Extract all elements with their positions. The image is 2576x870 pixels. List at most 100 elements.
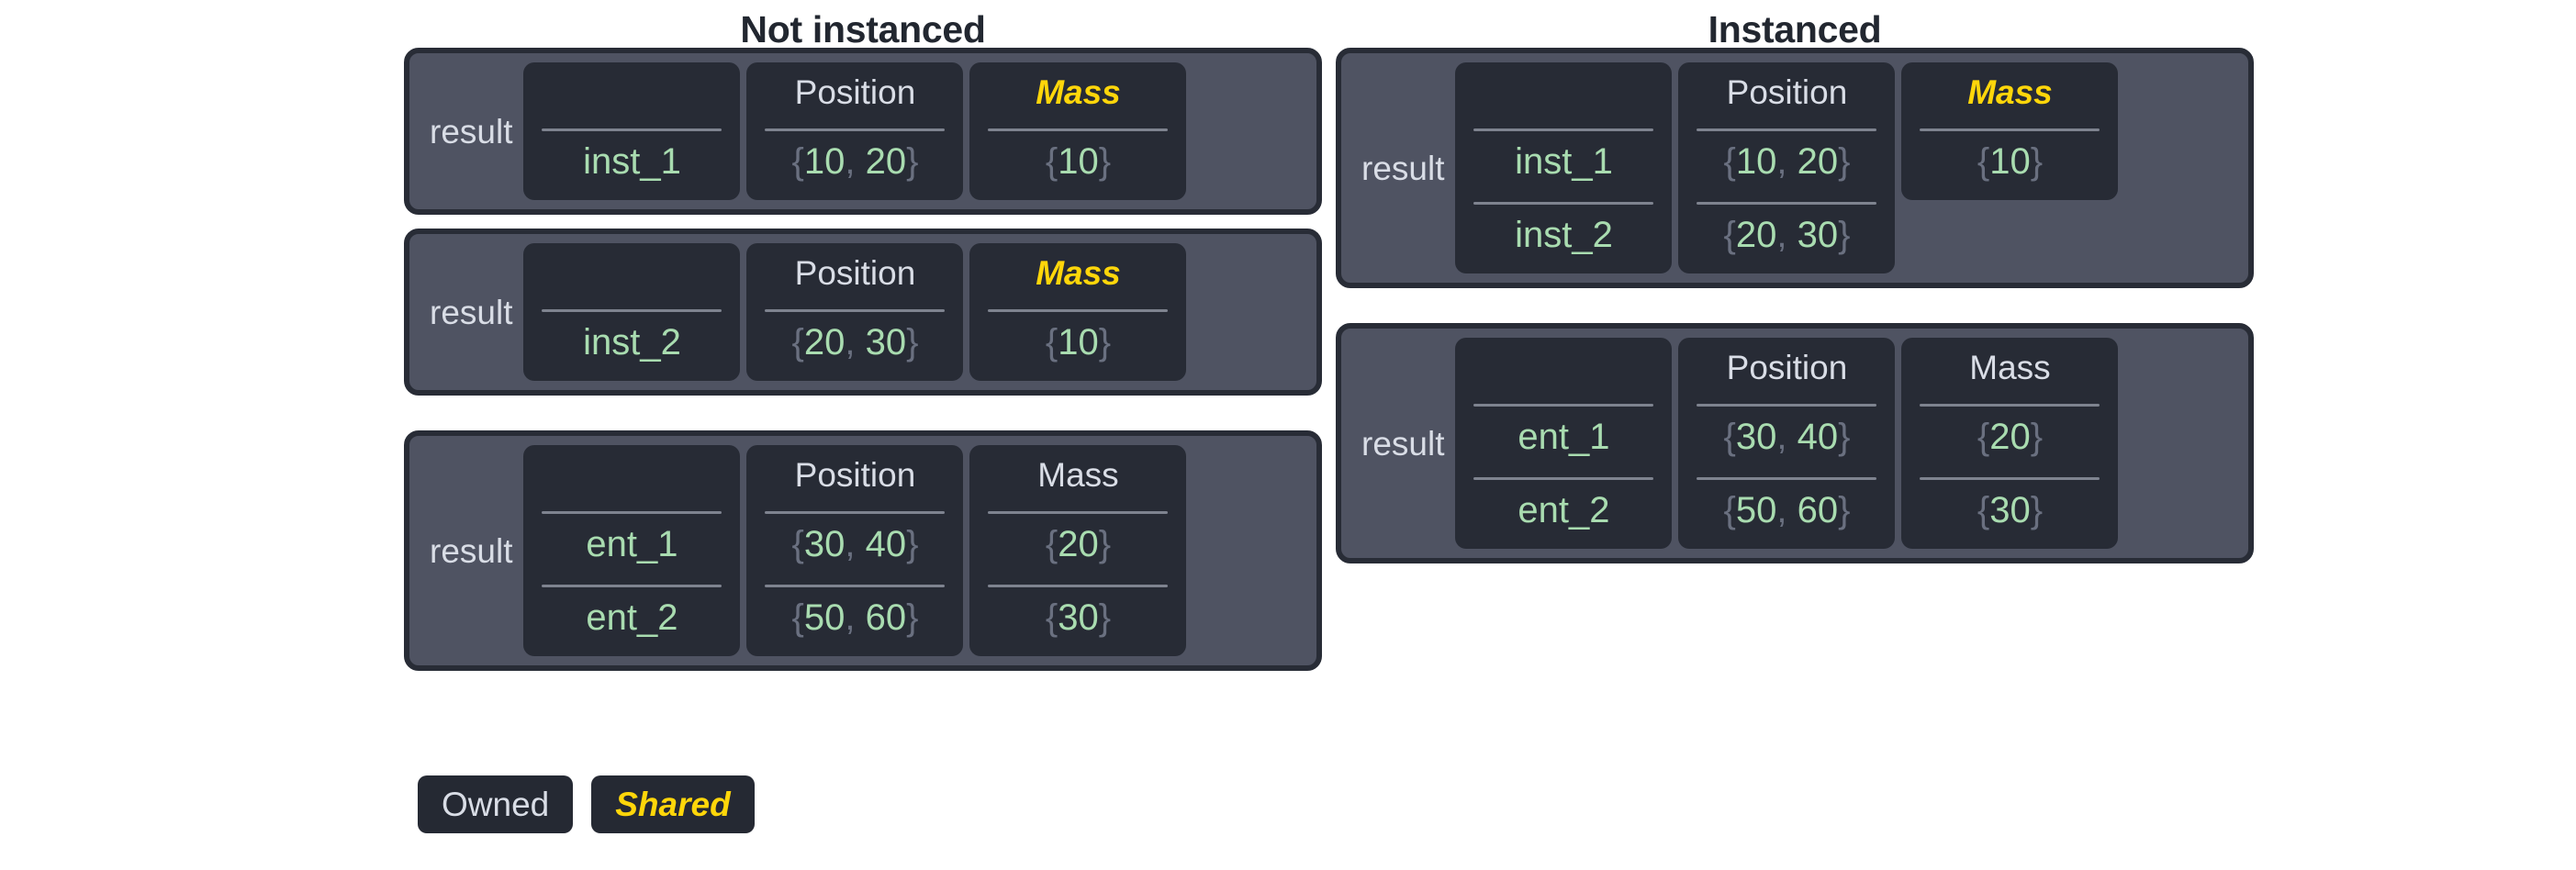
column-header: Mass	[1967, 73, 2053, 111]
table-cell: inst_2	[583, 322, 681, 362]
row-divider	[988, 309, 1169, 312]
table-cell: {10, 20}	[1723, 141, 1851, 182]
row-divider	[1697, 404, 1877, 407]
brace-glyph: {	[1045, 524, 1058, 564]
panel-label-result: result	[430, 531, 513, 570]
brace-glyph: {	[1045, 141, 1058, 182]
component-column-mass: Mass {20} {30}	[1901, 338, 2119, 549]
page-title-not-instanced: Not instanced	[740, 8, 986, 50]
table-cell: {30}	[1977, 490, 2044, 530]
table-cell: ent_1	[586, 524, 678, 564]
row-divider	[1473, 404, 1654, 407]
table-cell: {10}	[1045, 141, 1112, 182]
row-divider	[1473, 477, 1654, 480]
brace-glyph: }	[2030, 417, 2044, 457]
column-header	[1468, 72, 1659, 114]
comma-glyph: ,	[1776, 417, 1787, 457]
component-column-mass: Mass {10}	[969, 62, 1187, 200]
table-cell: {30, 40}	[1723, 417, 1851, 457]
row-divider	[1697, 202, 1877, 205]
table-cell: {30}	[1045, 597, 1112, 638]
row-divider	[1920, 404, 2100, 407]
panel-label-result: result	[1361, 424, 1445, 463]
row-divider	[765, 128, 946, 131]
brace-glyph: }	[1098, 524, 1112, 564]
brace-glyph: }	[906, 524, 919, 564]
row-divider	[765, 309, 946, 312]
row-divider	[1473, 128, 1654, 131]
brace-glyph: }	[1838, 141, 1851, 182]
comma-glyph: ,	[1776, 141, 1787, 182]
brace-glyph: }	[1838, 417, 1851, 457]
brace-glyph: {	[1045, 322, 1058, 362]
column-header: Mass	[1036, 73, 1121, 111]
column-header: Position	[794, 456, 916, 494]
column-header: Position	[1726, 73, 1848, 111]
table-cell: {10, 20}	[791, 141, 919, 182]
brace-glyph: }	[1838, 215, 1851, 255]
component-column-position: Position {10, 20} {20, 30}	[1678, 62, 1896, 273]
row-divider	[1697, 477, 1877, 480]
brace-glyph: {	[791, 141, 804, 182]
table-cell: {30, 40}	[791, 524, 919, 564]
component-column-mass: Mass{20}{30}	[969, 445, 1187, 656]
table-cell: ent_1	[1518, 417, 1610, 457]
row-divider	[988, 585, 1169, 587]
panel-label-result: result	[430, 112, 513, 151]
comma-glyph: ,	[845, 322, 856, 362]
brace-glyph: {	[1723, 417, 1736, 457]
brace-glyph: {	[1723, 141, 1736, 182]
brace-glyph: }	[1098, 597, 1112, 638]
table-cell: {50, 60}	[1723, 490, 1851, 530]
component-column-mass: Mass{10}	[969, 243, 1187, 381]
brace-glyph: }	[2030, 141, 2044, 182]
brace-glyph: }	[906, 141, 919, 182]
brace-glyph: }	[1098, 141, 1112, 182]
table-cell: {10}	[1045, 322, 1112, 362]
column-header	[536, 252, 727, 295]
brace-glyph: {	[1045, 597, 1058, 638]
legend-chip-shared: Shared	[591, 775, 755, 833]
table-cell: {20}	[1977, 417, 2044, 457]
column-header	[1468, 347, 1659, 389]
component-column-mass: Mass{10}	[1901, 62, 2119, 200]
brace-glyph: {	[1977, 417, 1990, 457]
table-cell: ent_2	[1518, 490, 1610, 530]
table-cell: {50, 60}	[791, 597, 919, 638]
legend: Owned Shared	[418, 775, 755, 833]
brace-glyph: {	[791, 322, 804, 362]
row-divider	[542, 511, 722, 514]
comma-glyph: ,	[845, 597, 856, 638]
row-divider	[1473, 202, 1654, 205]
column-header: Mass	[1969, 349, 2051, 386]
column-header: Mass	[1037, 456, 1119, 494]
brace-glyph: {	[1977, 141, 1990, 182]
row-divider	[765, 585, 946, 587]
row-divider	[542, 128, 722, 131]
row-divider	[1920, 128, 2100, 131]
column-header	[536, 454, 727, 496]
comma-glyph: ,	[845, 524, 856, 564]
brace-glyph: {	[1723, 215, 1736, 255]
brace-glyph: {	[791, 597, 804, 638]
table-cell: {20, 30}	[1723, 215, 1851, 255]
column-header: Position	[794, 254, 916, 292]
row-divider	[988, 128, 1169, 131]
table-cell: inst_2	[1515, 215, 1613, 255]
row-divider	[542, 309, 722, 312]
component-column-position: Position{10, 20}	[746, 62, 964, 200]
brace-glyph: {	[1723, 490, 1736, 530]
